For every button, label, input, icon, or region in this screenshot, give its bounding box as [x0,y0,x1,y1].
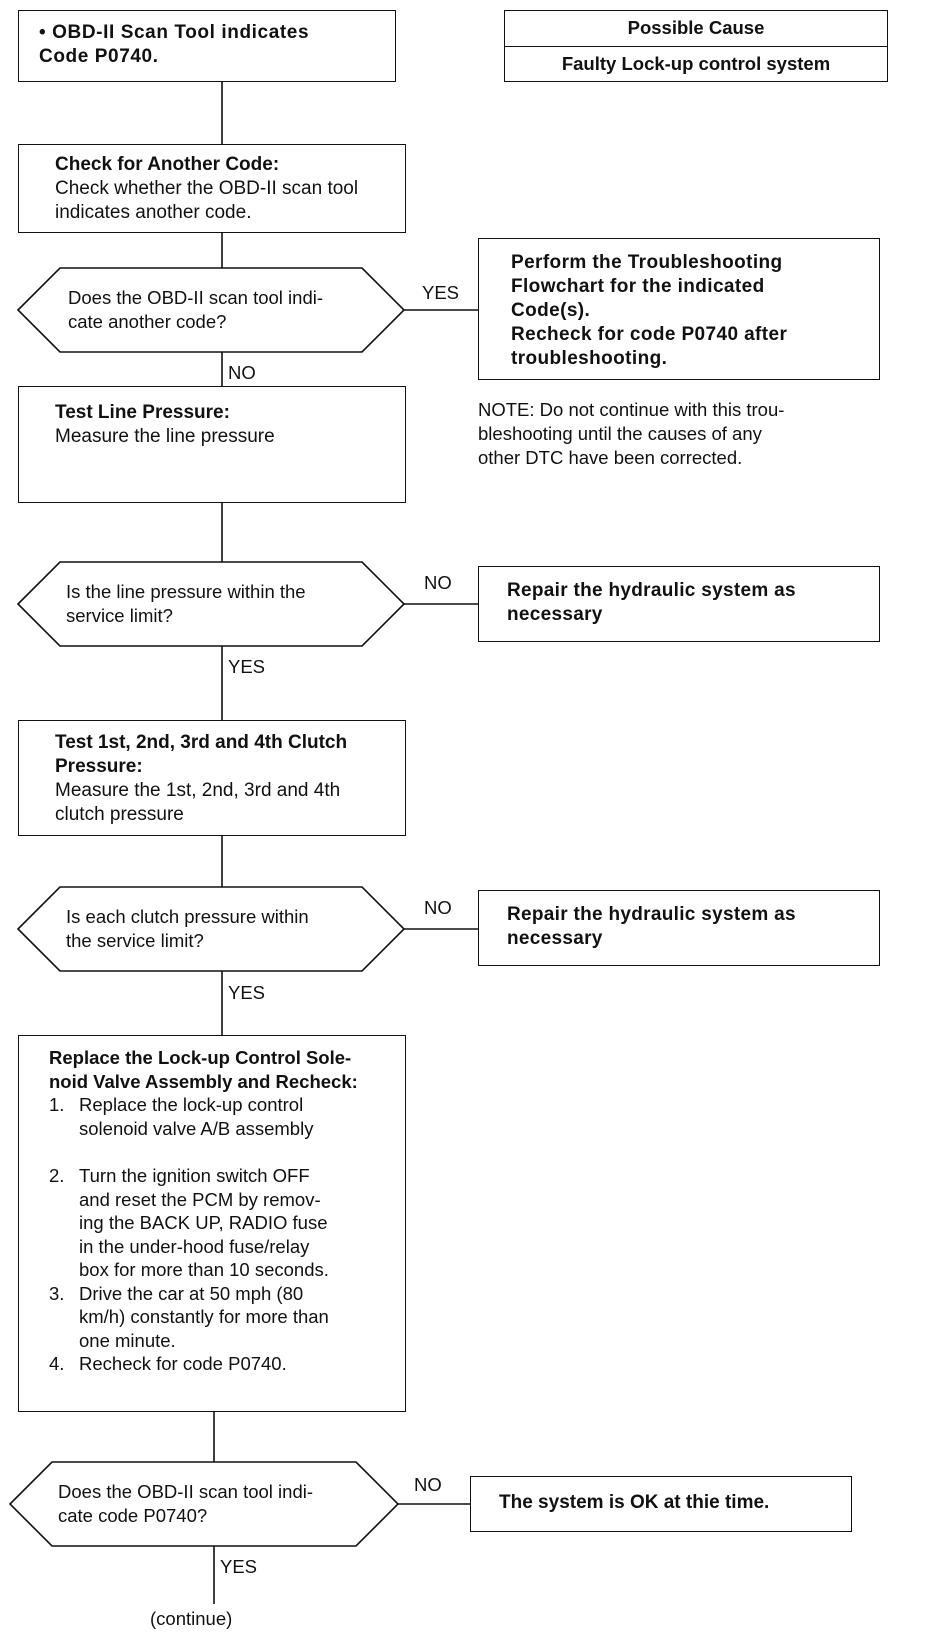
test-clutch-pressure-box: Test 1st, 2nd, 3rd and 4th Clutch Pressu… [18,720,406,836]
perform-line-2: Flowchart for the indicated [511,276,765,297]
check-another-code-title: Check for Another Code: [55,154,280,175]
step-text: Drive the car at 50 mph (80 [79,1282,304,1304]
clutch-title-1: Test 1st, 2nd, 3rd and 4th Clutch [55,732,348,753]
start-line-2: Code P0740. [39,46,159,67]
replace-steps-list: 1. Replace the lock-up control solenoid … [49,1093,389,1376]
repair1-line-1: Repair the hydraulic system as [507,580,796,601]
step-text: and reset the PCM by remov- [79,1188,321,1210]
decision1-question: Does the OBD-II scan tool indi- cate ano… [68,286,368,334]
decision2-question: Is the line pressure within the service … [66,580,366,628]
step-number: 1. [49,1094,65,1115]
replace-title-1: Replace the Lock-up Control Sole- [49,1047,352,1068]
decision1-line-1: Does the OBD-II scan tool indi- [68,287,323,308]
note-line-3: other DTC have been corrected. [478,447,743,468]
step-number: 3. [49,1282,65,1304]
system-ok-box: The system is OK at thie time. [470,1476,852,1532]
decision1-yes-label: YES [422,282,460,303]
possible-cause-value: Faulty Lock-up control system [504,46,888,82]
decision2-no-label: NO [424,572,452,593]
clutch-text-2: clutch pressure [55,804,184,825]
step-text: box for more than 10 seconds. [79,1259,329,1280]
decision2-line-2: service limit? [66,605,173,626]
decision-diamond-4 [8,1461,400,1547]
system-ok-text: The system is OK at thie time. [499,1492,770,1513]
decision-diamond-3 [16,886,406,972]
decision-diamond-1 [16,267,406,353]
step-text: in the under-hood fuse/relay [79,1235,310,1257]
clutch-text-1: Measure the 1st, 2nd, 3rd and 4th [55,780,341,801]
replace-step-4: 4. Recheck for code P0740. [49,1352,389,1376]
test-line-pressure-box: Test Line Pressure: Measure the line pre… [18,386,406,503]
perform-line-5: troubleshooting. [511,348,668,369]
possible-cause-header: Possible Cause [504,10,888,46]
decision3-line-2: the service limit? [66,930,204,951]
step-number: 2. [49,1165,65,1186]
start-box: • OBD-II Scan Tool indicates Code P0740. [18,10,396,82]
perform-line-4: Recheck for code P0740 after [511,324,788,345]
note-line-1: NOTE: Do not continue with this trou- [478,399,785,420]
decision3-yes-label: YES [228,982,266,1003]
decision2-line-1: Is the line pressure within the [66,581,306,602]
check-another-code-text: Check whether the OBD-II scan tool indic… [55,178,359,223]
replace-step-1: 1. Replace the lock-up control solenoid … [49,1093,389,1140]
step-text: Turn the ignition switch OFF [79,1165,310,1186]
note-line-2: bleshooting until the causes of any [478,423,762,444]
decision1-no-label: NO [228,362,256,383]
perform-line-1: Perform the Troubleshooting [511,252,783,273]
line-pressure-title: Test Line Pressure: [55,402,230,423]
step-text: km/h) constantly for more than [79,1306,329,1327]
step-text: Recheck for code P0740. [79,1353,287,1374]
repair-hydraulic-box-2: Repair the hydraulic system as necessary [478,890,880,966]
decision4-no-label: NO [414,1474,442,1495]
note-text: NOTE: Do not continue with this trou- bl… [478,398,878,470]
step-number: 4. [49,1353,65,1374]
line-pressure-text: Measure the line pressure [55,426,275,447]
step-text: one minute. [79,1329,176,1351]
check-another-code-box: Check for Another Code: Check whether th… [18,144,406,233]
decision4-question: Does the OBD-II scan tool indi- cate cod… [58,1480,358,1528]
decision3-line-1: Is each clutch pressure within [66,906,309,927]
repair2-line-2: necessary [507,928,603,949]
decision2-yes-label: YES [228,656,266,677]
decision4-yes-label: YES [220,1556,258,1577]
decision3-no-label: NO [424,897,452,918]
decision3-question: Is each clutch pressure within the servi… [66,905,366,953]
replace-step-3: 3. Drive the car at 50 mph (80 km/h) con… [49,1282,389,1353]
clutch-title-2: Pressure: [55,756,143,777]
decision4-line-1: Does the OBD-II scan tool indi- [58,1481,313,1502]
perform-line-3: Code(s). [511,300,591,321]
repair-hydraulic-box-1: Repair the hydraulic system as necessary [478,566,880,642]
repair2-line-1: Repair the hydraulic system as [507,904,796,925]
replace-solenoid-box: Replace the Lock-up Control Sole- noid V… [18,1035,406,1412]
decision-diamond-2 [16,561,406,647]
continue-label: (continue) [150,1608,233,1629]
repair1-line-2: necessary [507,604,603,625]
decision1-line-2: cate another code? [68,311,227,332]
decision4-line-2: cate code P0740? [58,1505,208,1526]
perform-troubleshooting-box: Perform the Troubleshooting Flowchart fo… [478,238,880,380]
step-text: ing the BACK UP, RADIO fuse [79,1212,328,1233]
replace-title-2: noid Valve Assembly and Recheck: [49,1070,358,1092]
step-text: Replace the lock-up control [79,1094,304,1115]
replace-step-2: 2. Turn the ignition switch OFF and rese… [49,1164,389,1282]
start-line-1: • OBD-II Scan Tool indicates [39,22,310,43]
step-text: solenoid valve A/B assembly [79,1117,314,1139]
